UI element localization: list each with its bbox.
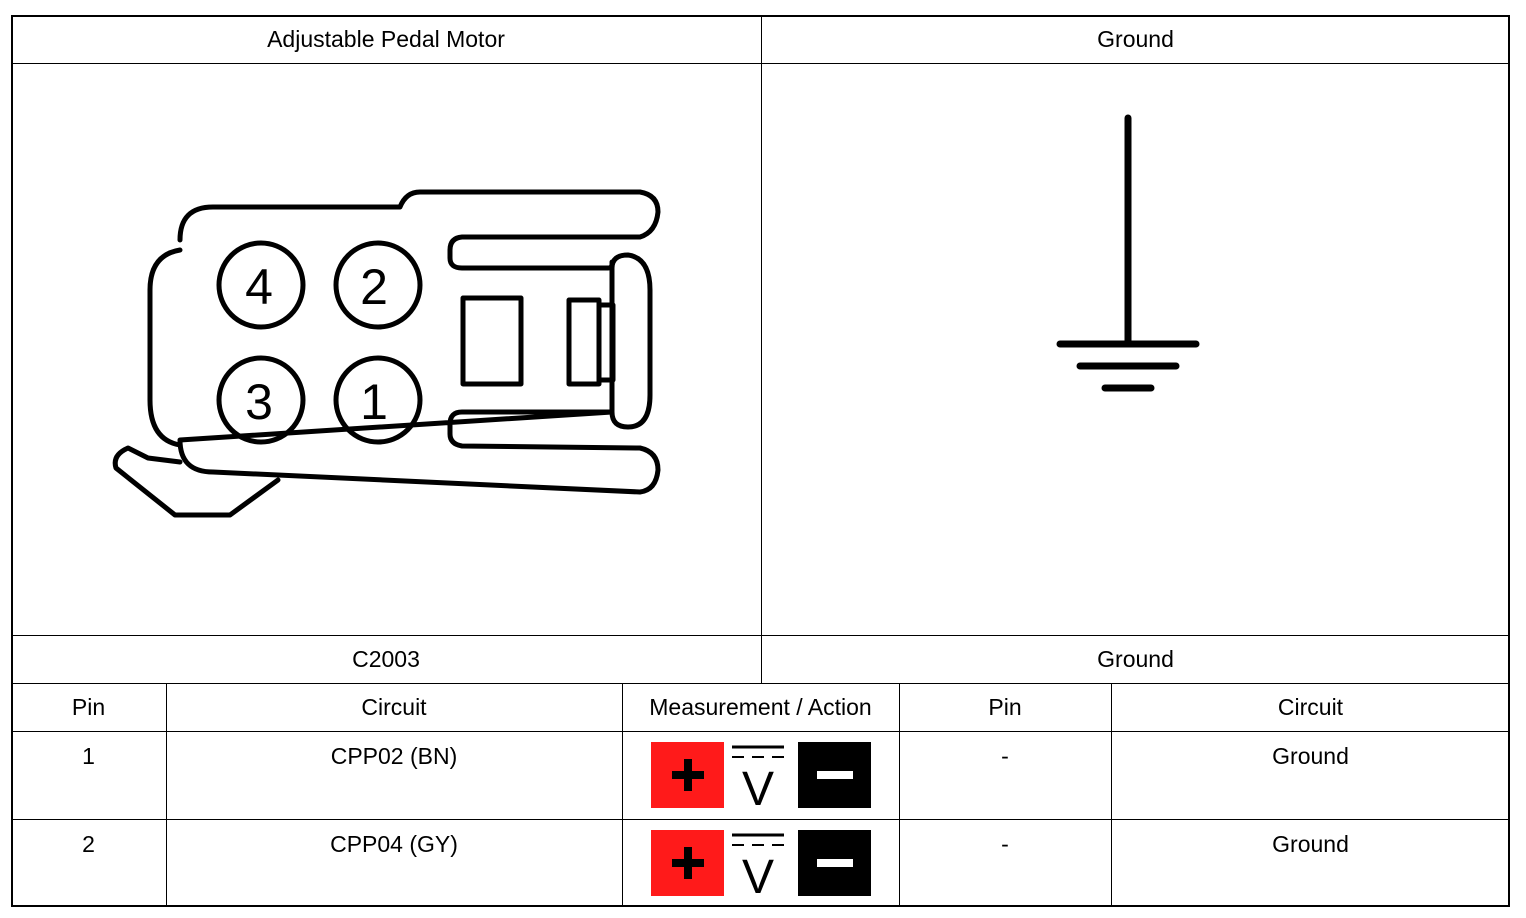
pin-label-4: 4 (245, 259, 273, 315)
pin-label-1: 1 (360, 374, 388, 430)
voltmeter-icon: V (651, 830, 871, 896)
voltmeter-icon: V (651, 742, 871, 808)
row-circuit-ground: Ground (1272, 831, 1349, 857)
connector-table (11, 15, 1510, 907)
divider (1111, 683, 1112, 907)
divider (899, 683, 900, 907)
connector-title: Adjustable Pedal Motor (267, 25, 505, 52)
dc-voltage-icon: V (732, 833, 784, 896)
row-circuit: CPP04 (GY) (330, 831, 458, 857)
ground-title: Ground (1097, 25, 1174, 52)
divider (11, 635, 1510, 636)
pin-label-2: 2 (360, 259, 388, 315)
connector-id: C2003 (352, 645, 420, 672)
minus-icon (798, 742, 871, 808)
row-pin-ground: - (1001, 743, 1009, 769)
divider (11, 63, 1510, 64)
dc-voltage-icon: V (732, 745, 784, 808)
header-pin-ground: Pin (988, 693, 1022, 720)
divider (11, 819, 1510, 820)
header-measurement: Measurement / Action (649, 693, 872, 720)
ground-label: Ground (1097, 645, 1174, 672)
divider (622, 683, 623, 907)
volt-symbol: V (742, 851, 774, 896)
divider (761, 15, 762, 683)
pin-label-3: 3 (245, 374, 273, 430)
divider (11, 683, 1510, 684)
divider (166, 683, 167, 907)
header-pin: Pin (71, 693, 106, 720)
row-pin-ground: - (1001, 831, 1009, 857)
table-row: 1 (11, 731, 166, 819)
divider (11, 731, 1510, 732)
row-pin: 2 (82, 831, 95, 857)
row-circuit-ground: Ground (1272, 743, 1349, 769)
header-circuit-ground: Circuit (1277, 693, 1344, 720)
ground-symbol-icon (1056, 114, 1200, 392)
table-row: 2 (11, 819, 166, 907)
plus-icon (651, 742, 724, 808)
connector-diagram: 4 2 3 1 (112, 189, 661, 518)
header-circuit: Circuit (361, 693, 427, 720)
row-circuit: CPP02 (BN) (330, 743, 458, 769)
volt-symbol: V (742, 763, 774, 808)
plus-icon (651, 830, 724, 896)
minus-icon (798, 830, 871, 896)
row-pin: 1 (82, 743, 95, 769)
